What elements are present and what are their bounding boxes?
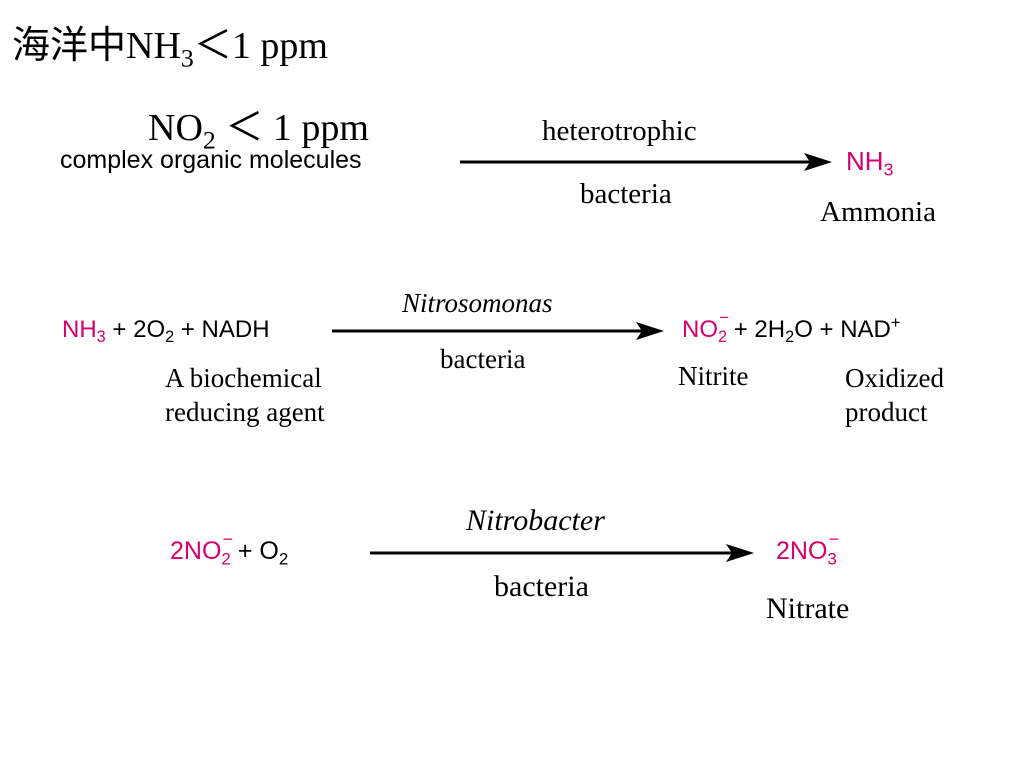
header-line-1-prefix: 海洋中NH — [12, 25, 181, 67]
reaction2-nitrite-base: NO — [682, 316, 718, 343]
header-line-2-subscript: 2 — [202, 125, 216, 155]
reaction2-water-end: O — [794, 316, 813, 343]
reaction2-arrow — [332, 322, 664, 340]
reaction2-oxidized-caption: Oxidized product — [845, 361, 944, 429]
reaction3-nitrate-base: 2NO — [776, 537, 828, 565]
header-line-1-subscript: 3 — [180, 43, 194, 73]
reaction1-arrow-bottom-label: bacteria — [580, 178, 672, 210]
reaction1-product-formula-subscript: 3 — [883, 159, 894, 180]
reaction3-nitrate-subscript: 3 — [827, 549, 837, 569]
reaction1-product-formula-base: NH — [846, 146, 884, 176]
reaction2-water-subscript: 2 — [785, 328, 795, 347]
reaction2-nh3: NH3 — [62, 316, 106, 347]
reaction2-arrow-bottom-label: bacteria — [440, 344, 526, 374]
reaction1-arrow-top-label: heterotrophic — [542, 115, 697, 147]
reaction3-reactants: 2NO2− + O2 — [170, 530, 289, 569]
reaction3-nitrate-formula: 2NO3− — [776, 530, 839, 569]
reaction2-reactant-caption-line-2: reducing agent — [165, 397, 325, 427]
reaction3-o2-base: + O — [230, 537, 279, 565]
reaction2-arrow-top-label: Nitrosomonas — [402, 288, 553, 318]
reaction2-oxidized-caption-line-1: Oxidized — [845, 363, 944, 393]
reaction2-reactant-caption: A biochemical reducing agent — [165, 361, 325, 429]
reaction3-nitrite-base: 2NO — [170, 537, 222, 565]
reaction2-reactant-caption-line-1: A biochemical — [165, 363, 322, 393]
reaction3-nitrite-subscript: 2 — [221, 549, 231, 569]
reaction2-nadh: + NADH — [174, 316, 270, 343]
reaction2-nad: + NAD — [812, 316, 891, 343]
reaction2-o2-subscript: 2 — [165, 328, 175, 347]
reaction1-reactant: complex organic molecules — [60, 146, 362, 174]
reaction2-products: NO2− + 2H2O + NAD+ — [682, 309, 901, 347]
reaction1-product-name: Ammonia — [820, 196, 936, 228]
header-line-1-suffix: ＜1 ppm — [193, 25, 328, 67]
reaction2-nh3-subscript: 3 — [96, 328, 106, 347]
reaction3-o2-subscript: 2 — [278, 549, 289, 569]
reaction2-nitrite-formula: NO2− — [682, 309, 729, 347]
header-line-2: NO2 ＜ 1 ppm — [148, 96, 369, 155]
reaction1-product-formula: NH3 — [846, 146, 894, 180]
reaction2-oxidized-caption-line-2: product — [845, 397, 928, 427]
reaction3-nitrate-charge: − — [828, 529, 839, 549]
reaction2-o2-base: + 2O — [105, 316, 166, 343]
header-line-1: 海洋中NH3＜1 ppm — [12, 14, 328, 73]
reaction2-nitrite-caption: Nitrite — [678, 361, 749, 391]
reaction2-reactants: NH3 + 2O2 + NADH — [62, 316, 270, 347]
reaction2-nad-superscript: + — [890, 314, 901, 333]
reaction3-nitrite-formula: 2NO2− — [170, 530, 233, 569]
reaction3-arrow-top-label: Nitrobacter — [466, 504, 605, 537]
reaction2-nitrite-charge: − — [719, 308, 730, 327]
reaction3-arrow-bottom-label: bacteria — [494, 570, 589, 603]
header-line-2-prefix: NO — [148, 107, 203, 149]
reaction3-nitrite-charge: − — [222, 529, 233, 549]
reaction3-arrow — [370, 544, 754, 562]
reaction3-product-name: Nitrate — [766, 592, 850, 625]
reaction2-water-base: + 2H — [727, 316, 786, 343]
header-line-2-suffix: ＜ 1 ppm — [215, 107, 369, 149]
reaction2-nh3-base: NH — [62, 316, 97, 343]
reaction1-arrow — [460, 153, 832, 171]
reaction2-nitrite-subscript: 2 — [718, 328, 728, 347]
